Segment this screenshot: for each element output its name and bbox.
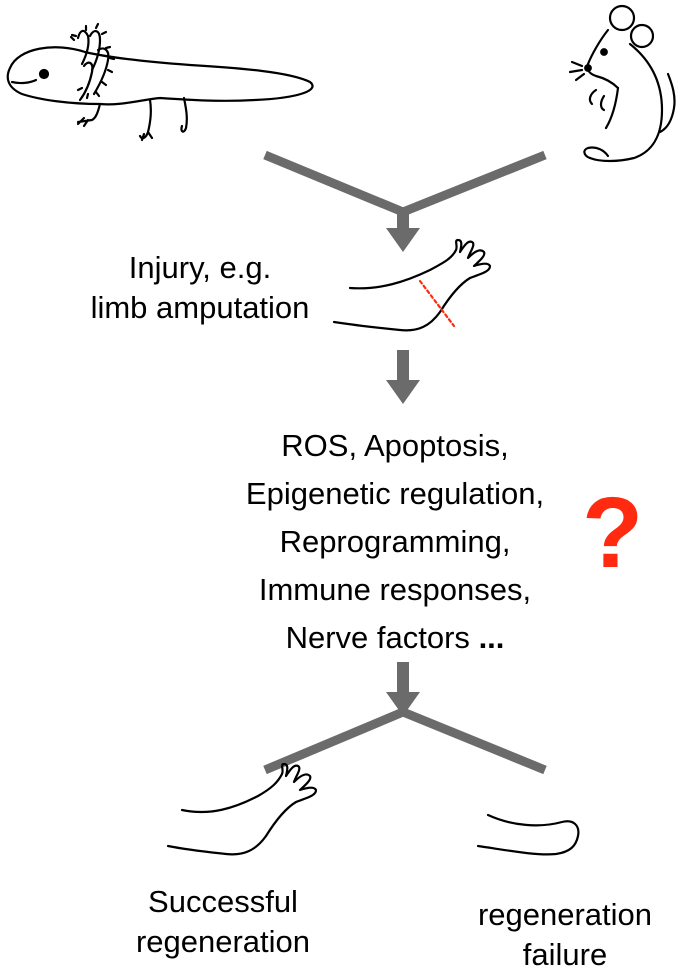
injury-label-line1: Injury, e.g. bbox=[128, 250, 272, 285]
injury-label: Injury, e.g. limb amputation bbox=[60, 248, 340, 328]
factor-line-5-text: Nerve factors bbox=[285, 620, 470, 655]
factors-list: ROS, Apoptosis, Epigenetic regulation, R… bbox=[195, 422, 595, 662]
success-outcome-label: Successful regeneration bbox=[108, 882, 338, 962]
diverging-arrow bbox=[263, 662, 547, 775]
failure-label-line2: failure bbox=[522, 937, 608, 972]
success-label-line1: Successful bbox=[148, 884, 298, 919]
mouse-icon bbox=[568, 4, 676, 163]
converging-arrow bbox=[263, 150, 547, 252]
failure-outcome-label: regeneration failure bbox=[450, 895, 680, 975]
factor-line-4: Immune responses, bbox=[258, 572, 532, 607]
factor-ellipsis: ... bbox=[478, 620, 505, 655]
amputated-limb-icon bbox=[332, 238, 492, 332]
question-mark: ? bbox=[582, 477, 644, 589]
factor-line-3: Reprogramming, bbox=[279, 524, 511, 559]
down-arrow bbox=[386, 350, 420, 404]
factor-line-1: ROS, Apoptosis, bbox=[281, 428, 509, 463]
factor-line-2: Epigenetic regulation, bbox=[245, 476, 545, 511]
regenerated-limb-icon bbox=[166, 762, 318, 856]
factor-line-5: Nerve factors ... bbox=[195, 614, 595, 662]
injury-label-line2: limb amputation bbox=[90, 290, 310, 325]
failure-label-line1: regeneration bbox=[477, 897, 653, 932]
success-label-line2: regeneration bbox=[135, 924, 311, 959]
limb-stump-icon bbox=[476, 813, 580, 856]
axolotl-icon bbox=[6, 22, 314, 142]
